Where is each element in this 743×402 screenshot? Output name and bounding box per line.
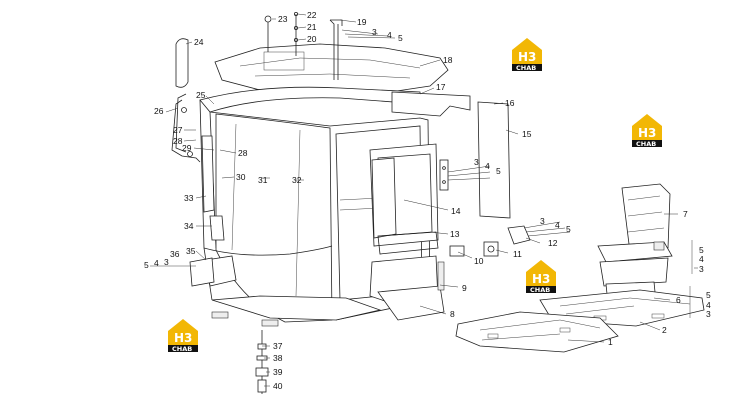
callout-4c: 4 [387, 30, 392, 40]
callout-40: 40 [273, 381, 283, 391]
callout-3a: 3 [699, 264, 704, 274]
callout-5a: 5 [699, 245, 704, 255]
callout-23: 23 [278, 14, 288, 24]
svg-text:CHAB: CHAB [516, 64, 536, 72]
lower-door [369, 255, 445, 321]
callout-16: 16 [505, 98, 515, 108]
roof-panel [214, 43, 449, 95]
brand-logo: H3 CHAB [512, 38, 542, 72]
callout-27: 27 [173, 125, 183, 135]
callout-3b: 3 [164, 257, 169, 267]
callout-28a: 28 [173, 136, 183, 146]
callout-4a: 4 [699, 254, 704, 264]
callout-34: 34 [184, 221, 194, 231]
hinge [439, 159, 571, 257]
callout-10: 10 [474, 256, 484, 266]
svg-text:CHAB: CHAB [172, 345, 192, 353]
seat [597, 183, 673, 287]
callout-3f: 3 [706, 309, 711, 319]
left-rail [189, 135, 237, 287]
callout-35: 35 [186, 246, 196, 256]
cab-body [199, 86, 431, 327]
callout-4e: 4 [555, 220, 560, 230]
callout-38: 38 [273, 353, 283, 363]
callout-3c: 3 [372, 27, 377, 37]
leader-lines [165, 13, 698, 387]
callout-25: 25 [196, 90, 206, 100]
callout-18: 18 [443, 55, 453, 65]
callout-37: 37 [273, 341, 283, 351]
callout-7: 7 [683, 209, 688, 219]
callout-9: 9 [462, 283, 467, 293]
callout-8: 8 [450, 309, 455, 319]
callout-5b: 5 [144, 260, 149, 270]
callout-4d: 4 [485, 161, 490, 171]
callout-2: 2 [662, 325, 667, 335]
brand-logo: H3 CHAB [526, 260, 556, 294]
callout-3e: 3 [540, 216, 545, 226]
callout-28b: 28 [238, 148, 248, 158]
svg-text:H3: H3 [174, 331, 192, 345]
svg-text:H3: H3 [638, 126, 656, 140]
callout-5f: 5 [706, 290, 711, 300]
callout-21: 21 [307, 22, 317, 32]
svg-text:CHAB: CHAB [530, 286, 550, 294]
fastener-bolts [150, 240, 693, 318]
mirror [175, 38, 189, 88]
svg-text:H3: H3 [532, 272, 550, 286]
callout-3d: 3 [474, 157, 479, 167]
callout-39: 39 [273, 367, 283, 377]
svg-text:CHAB: CHAB [636, 140, 656, 148]
callout-6: 6 [676, 295, 681, 305]
callout-33: 33 [184, 193, 194, 203]
callout-32: 32 [292, 175, 302, 185]
callout-5e: 5 [566, 224, 571, 234]
callout-29: 29 [182, 143, 192, 153]
door [369, 143, 439, 255]
callout-15: 15 [522, 129, 532, 139]
callout-26: 26 [154, 106, 164, 116]
callout-22: 22 [307, 10, 317, 20]
callout-12: 12 [548, 238, 558, 248]
callout-36: 36 [170, 249, 180, 259]
callout-20: 20 [307, 34, 317, 44]
callout-4f: 4 [706, 300, 711, 310]
fastener-stack [255, 330, 269, 394]
callout-24: 24 [194, 37, 204, 47]
callout-13: 13 [450, 229, 460, 239]
svg-text:H3: H3 [518, 50, 536, 64]
callout-labels: 1 2 3 4 5 6 7 8 9 10 11 12 13 14 15 16 1… [144, 10, 711, 391]
callout-30: 30 [236, 172, 246, 182]
callout-31: 31 [258, 175, 268, 185]
callout-14: 14 [451, 206, 461, 216]
callout-5c: 5 [398, 33, 403, 43]
brand-logo: H3 CHAB [168, 319, 198, 353]
floor-mat [455, 311, 619, 353]
callout-5d: 5 [496, 166, 501, 176]
callout-17: 17 [436, 82, 446, 92]
callout-19: 19 [357, 17, 367, 27]
callout-11: 11 [513, 249, 522, 259]
brand-logo: H3 CHAB [632, 114, 662, 148]
callout-4b: 4 [154, 258, 159, 268]
callout-1: 1 [608, 337, 613, 347]
handrail [171, 93, 201, 163]
